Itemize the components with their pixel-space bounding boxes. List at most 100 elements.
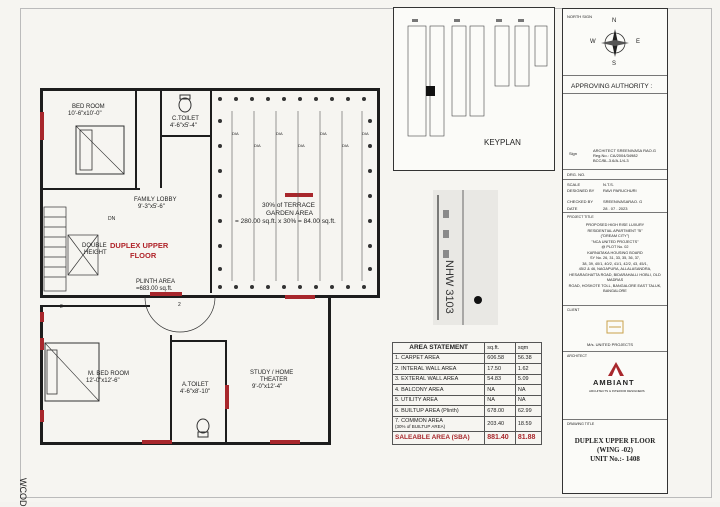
area-row-sqft: 203.40 [484, 415, 516, 432]
area-row-sqft: 606.58 [484, 352, 516, 364]
compass-e: E [636, 39, 641, 45]
site-photo: NHW 3103 [433, 190, 498, 325]
wall [135, 88, 137, 188]
ctoilet-name: C.TOILET [172, 116, 199, 122]
keyplan-box: KEYPLAN [393, 7, 555, 171]
area-row-sqft: 54.83 [484, 373, 516, 385]
designed-value: RAVI PARUCHURI [603, 188, 637, 193]
firm-logo-icon [608, 362, 624, 376]
saleable-label: SALEABLE AREA (SBA) [391, 430, 486, 445]
project-line: 45/2 & 46, NAGAPURA, ALLALASANDRA, [578, 267, 652, 271]
area-row-label: 3. EXTERAL WALL AREA [391, 373, 486, 385]
plinth-area-label: PLINTH AREA [136, 279, 176, 285]
dia-label: DIA [232, 131, 239, 136]
project-line: "NCA UNITED PROJECTS" [591, 239, 639, 244]
double-height-label: DOUBLE [82, 243, 107, 249]
architect-line: ARCHITECT SREENIVASA RAO.G [593, 148, 656, 153]
window-marker [142, 440, 172, 444]
wall [170, 340, 227, 342]
area-row-label: 5. UTILITY AREA [391, 394, 486, 406]
atoilet-name: A.TOILET [182, 382, 209, 388]
unit-number: UNIT No.:- 1408 [590, 455, 640, 463]
dia-label: DIA [320, 131, 327, 136]
scale-label: SCALE [567, 182, 581, 187]
wc-icon [196, 418, 210, 438]
area-row-sqft: 17.50 [484, 363, 516, 375]
client-logo-icon [606, 320, 624, 334]
date-label: DATE [567, 206, 578, 211]
client-name: M/s. UNITED PROJECTS [587, 342, 634, 347]
date-value: 28 . 07 . 2023 [603, 206, 628, 211]
floor-plan: DIA DIA DIA DIA DIA DIA DIA [30, 80, 390, 500]
window-marker [40, 338, 44, 350]
project-line: KARNATAKA HOUSING BOARD [587, 250, 643, 255]
window-marker [225, 385, 229, 409]
drawing-title: DUPLEX UPPER FLOOR [574, 437, 656, 445]
approving-authority: APPROVING AUTHORITY : [571, 83, 653, 90]
project-line: PROPOSED HIGH RISE LUXURY [585, 223, 645, 227]
keyplan-drawing [407, 19, 548, 137]
area-row-sqm: NA [514, 384, 543, 396]
door-label: 2 [178, 302, 181, 308]
architect-line: Reg.No.: CA/2004/34982 [593, 153, 638, 158]
bed-icon [75, 125, 125, 175]
area-row-sqft: NA [484, 394, 516, 406]
col-sqm: sqm [514, 342, 543, 354]
family-lobby-name: FAMILY LOBBY [134, 197, 177, 203]
terrace-label: 30% of TERRACE [262, 202, 315, 209]
compass-w: W [590, 39, 596, 45]
area-row-sqft: 678.00 [484, 405, 516, 417]
area-row-sqm: 5.09 [514, 373, 543, 385]
firm-subtitle: ARCHITECTS & INTERIOR DESIGNERS [589, 389, 645, 393]
drg-no-label: DRG. NO. [567, 172, 586, 177]
dia-label: DIA [254, 143, 261, 148]
wall [40, 442, 330, 445]
study-name: THEATER [260, 377, 288, 383]
wall [160, 88, 162, 188]
sheet-border [20, 8, 712, 498]
wall [40, 188, 140, 190]
area-row-sqm: 56.38 [514, 352, 543, 364]
area-row-sublabel: (30% of BUILTUP AREA) [395, 423, 446, 429]
terrace-label: GARDEN AREA [266, 210, 313, 217]
project-line: SY No. 26, 31, 33, 35, 36, 37, [590, 256, 640, 260]
project-line: RESIDENTIAL APARTMENT "B" [587, 228, 643, 233]
wing-label: (WING -02) [597, 446, 633, 454]
saleable-sqm: 81.88 [514, 430, 543, 445]
dia-label: DIA [298, 143, 305, 148]
study-name: STUDY / HOME [250, 370, 294, 376]
window-marker [40, 312, 44, 322]
saleable-sqft: 881.40 [484, 430, 516, 445]
compass-s: S [612, 61, 617, 67]
window-marker [40, 112, 44, 140]
dn-label: DN [108, 216, 116, 222]
area-row-label: 2. INTERAL WALL AREA [391, 363, 486, 375]
wall [40, 305, 43, 445]
door-label: 2 [60, 304, 63, 310]
photo-text: NHW 3103 [443, 260, 455, 314]
wall [210, 88, 212, 293]
bed-icon [44, 342, 100, 402]
bedroom-dim: 10'-6"x10'-0" [68, 111, 102, 117]
edge-text: WCOD [18, 478, 28, 507]
dia-label: DIA [362, 131, 369, 136]
window-marker [40, 410, 44, 422]
window-marker [150, 292, 182, 296]
dia-label: DIA [342, 143, 349, 148]
study-dim: 9'-0"x12'-4" [252, 384, 283, 390]
scale-value: N.T.S. [603, 182, 614, 187]
drawing-title-block: DUPLEX UPPER FLOOR (WING -02) UNIT No.:-… [563, 437, 667, 464]
area-row-sqm: 62.99 [514, 405, 543, 417]
client-label: CLIENT [567, 308, 580, 312]
double-height-label: HEIGHT [84, 250, 107, 256]
area-statement: AREA STATEMENT sq.ft. sqm 1. CARPET AREA… [391, 342, 543, 445]
wall [170, 335, 172, 443]
mbedroom-name: M. BED ROOM [88, 371, 130, 377]
window-marker [285, 295, 315, 299]
area-row-label-text: 7. COMMON AREA [395, 417, 443, 424]
window-marker [270, 440, 300, 444]
compass-n: N [612, 18, 617, 24]
col-sqft: sq.ft. [484, 342, 516, 354]
keyplan-title: KEYPLAN [484, 138, 521, 147]
